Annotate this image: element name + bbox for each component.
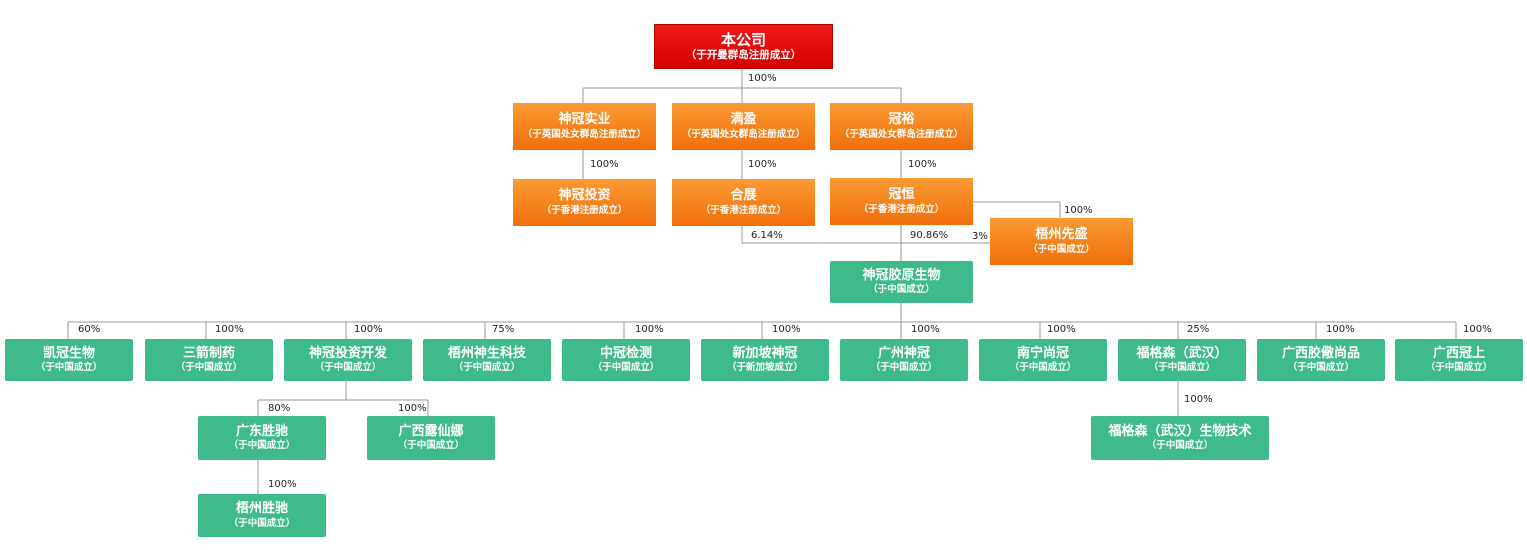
node-sub: （于中国成立） <box>35 362 103 374</box>
node-name: 神冠胶原生物 <box>862 267 941 283</box>
node-kgsw: 凯冠生物 （于中国成立） <box>5 339 133 381</box>
node-wzxs: 梧州先盛 （于中国成立） <box>990 218 1133 265</box>
node-name: 福格森（武汉） <box>1136 345 1228 361</box>
node-sub: （于新加坡成立） <box>726 362 803 374</box>
pct-sgjy-gxjaosp: 100% <box>1326 324 1355 335</box>
pct-guanheng-wzxs: 100% <box>1064 205 1093 216</box>
node-name: 广州神冠 <box>877 345 930 361</box>
node-sub: （于英国处女群岛注册成立） <box>839 128 964 140</box>
node-hezhan: 合展 （于香港注册成立） <box>672 179 815 226</box>
node-sub: （于中国成立） <box>228 517 296 529</box>
node-sub: （于中国成立） <box>868 284 935 296</box>
node-name: 满盈 <box>730 112 757 128</box>
pct-sgjy-zgjc: 100% <box>635 324 664 335</box>
pct-sgjy-xjpsg: 100% <box>772 324 801 335</box>
pct-sgsy-sgtz: 100% <box>590 159 619 170</box>
node-sjzy: 三箭制药 （于中国成立） <box>145 339 273 381</box>
node-sub: （于开曼群岛注册成立） <box>685 49 802 62</box>
node-name: 中冠检测 <box>599 345 652 361</box>
node-manying: 满盈 （于英国处女群岛注册成立） <box>672 103 815 150</box>
pct-manying-hezhan: 100% <box>748 159 777 170</box>
node-sub: （于中国成立） <box>397 440 465 452</box>
node-nnsg: 南宁尚冠 （于中国成立） <box>979 339 1107 381</box>
pct-sgjy-fgs: 25% <box>1187 324 1210 335</box>
node-fgsbio: 福格森（武汉）生物技术 （于中国成立） <box>1091 416 1269 460</box>
node-gxjaosp: 广西胶儆尚品 （于中国成立） <box>1257 339 1385 381</box>
pct-guanheng-sgjy: 90.86% <box>910 230 949 241</box>
pct-hezhan-sgjy: 6.14% <box>751 230 783 241</box>
node-gxlxn: 广西露仙娜 （于中国成立） <box>367 416 495 460</box>
node-wzss: 梧州神生科技 （于中国成立） <box>423 339 551 381</box>
pct-sgjy-gxgs: 100% <box>1463 324 1492 335</box>
node-sgjy: 神冠胶原生物 （于中国成立） <box>830 261 973 303</box>
node-name: 广西冠上 <box>1432 345 1485 361</box>
node-name: 广西露仙娜 <box>398 423 464 439</box>
pct-sgjy-wzss: 75% <box>492 324 515 335</box>
node-name: 新加坡神冠 <box>732 345 798 361</box>
node-guanheng: 冠恒 （于香港注册成立） <box>830 178 973 225</box>
node-guanyu: 冠裕 （于英国处女群岛注册成立） <box>830 103 973 150</box>
node-xjpsg: 新加坡神冠 （于新加坡成立） <box>701 339 829 381</box>
connector-hezhan-sgjy <box>741 226 990 244</box>
node-gdsc: 广东胜驰 （于中国成立） <box>198 416 326 460</box>
pct-wzxs-sgjy: 3% <box>972 231 988 242</box>
node-name: 梧州胜驰 <box>235 501 288 517</box>
node-name: 广东胜驰 <box>235 423 288 439</box>
pct-sgjy-kgsw: 60% <box>78 324 101 335</box>
node-name: 三箭制药 <box>182 345 235 361</box>
node-name: 冠恒 <box>888 187 915 203</box>
pct-sgtzkf-gxlxn: 100% <box>398 403 427 414</box>
node-sub: （于中国成立） <box>175 362 243 374</box>
node-sub: （于中国成立） <box>1028 243 1095 255</box>
node-gxgs: 广西冠上 （于中国成立） <box>1395 339 1523 381</box>
node-wzsc: 梧州胜驰 （于中国成立） <box>198 494 326 537</box>
node-fgs: 福格森（武汉） （于中国成立） <box>1118 339 1246 381</box>
node-name: 南宁尚冠 <box>1016 345 1069 361</box>
node-sub: （于中国成立） <box>1425 362 1493 374</box>
pct-fgs-fgsbio: 100% <box>1184 394 1213 405</box>
pct-sgjy-sgtzkf: 100% <box>354 324 383 335</box>
pct-sgtzkf-gdsc: 80% <box>268 403 291 414</box>
node-sgtzkf: 神冠投资开发 （于中国成立） <box>284 339 412 381</box>
node-sub: （于香港注册成立） <box>858 203 945 215</box>
pct-root-l1: 100% <box>748 73 777 84</box>
node-name: 凯冠生物 <box>42 345 95 361</box>
node-name: 冠裕 <box>888 112 915 128</box>
pct-guanyu-guanheng: 100% <box>908 159 937 170</box>
pct-sgjy-nnsg: 100% <box>1047 324 1076 335</box>
node-name: 梧州神生科技 <box>447 345 526 361</box>
node-name: 广西胶儆尚品 <box>1281 345 1360 361</box>
node-sgsy: 神冠实业 （于英国处女群岛注册成立） <box>513 103 656 150</box>
node-sub: （于中国成立） <box>1009 362 1077 374</box>
node-sub: （于香港注册成立） <box>700 204 787 216</box>
node-name: 梧州先盛 <box>1035 227 1088 243</box>
node-zgjc: 中冠检测 （于中国成立） <box>562 339 690 381</box>
node-sub: （于中国成立） <box>228 440 296 452</box>
node-sub: （于中国成立） <box>870 362 938 374</box>
node-root: 本公司 （于开曼群岛注册成立） <box>654 24 833 69</box>
node-gzsg: 广州神冠 （于中国成立） <box>840 339 968 381</box>
node-name: 神冠投资开发 <box>308 345 387 361</box>
node-sub: （于英国处女群岛注册成立） <box>681 128 806 140</box>
connector-guanheng-wzxs <box>973 201 1061 218</box>
node-name: 福格森（武汉）生物技术 <box>1108 423 1252 439</box>
node-sgtz: 神冠投资 （于香港注册成立） <box>513 179 656 226</box>
node-sub: （于中国成立） <box>453 362 521 374</box>
node-sub: （于英国处女群岛注册成立） <box>522 128 647 140</box>
pct-sgjy-gzsg: 100% <box>911 324 940 335</box>
node-name: 神冠实业 <box>558 112 611 128</box>
node-sub: （于中国成立） <box>1148 362 1216 374</box>
node-name: 神冠投资 <box>558 188 611 204</box>
node-sub: （于中国成立） <box>1146 440 1214 452</box>
node-name: 本公司 <box>720 30 766 49</box>
node-sub: （于中国成立） <box>1287 362 1355 374</box>
node-sub: （于香港注册成立） <box>541 204 628 216</box>
node-sub: （于中国成立） <box>592 362 660 374</box>
pct-gdsc-wzsc: 100% <box>268 479 297 490</box>
node-sub: （于中国成立） <box>314 362 382 374</box>
pct-sgjy-sjzy: 100% <box>215 324 244 335</box>
node-name: 合展 <box>730 188 757 204</box>
